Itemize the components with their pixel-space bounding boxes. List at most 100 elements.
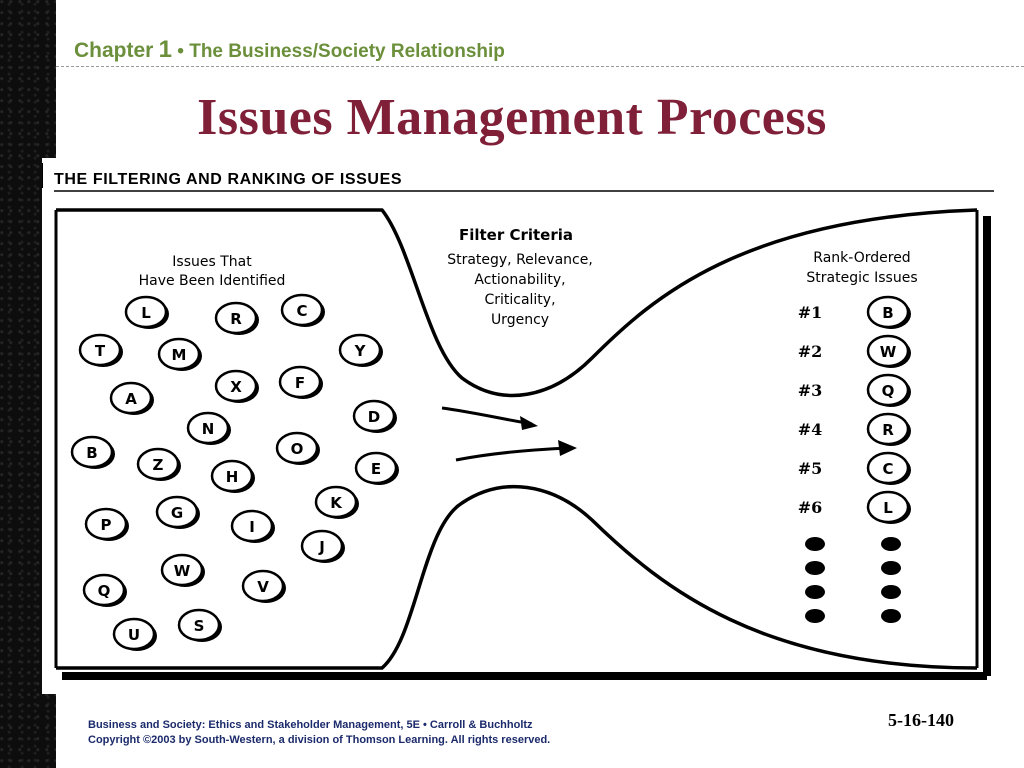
footer-copyright: Copyright ©2003 by South-Western, a divi…: [88, 734, 551, 746]
filter-heading: Filter Criteria: [459, 226, 573, 244]
rank-number: #3: [798, 381, 823, 400]
rank-continuation-dot: [805, 585, 825, 599]
ranked-issue-bubble: L: [866, 490, 911, 524]
rank-continuation-dot: [805, 561, 825, 575]
issue-label: X: [230, 378, 242, 396]
issue-bubble: A: [109, 381, 154, 415]
issue-bubble-circle: [70, 435, 114, 469]
issue-bubble-circle: [275, 431, 319, 465]
issue-label: R: [230, 310, 242, 328]
issue-bubble: W: [160, 553, 205, 587]
ranked-issue-label: C: [882, 460, 893, 478]
left-heading-line2: Have Been Identified: [139, 273, 286, 289]
issue-bubble: U: [112, 617, 157, 651]
issue-label: N: [202, 420, 215, 438]
issue-bubble-circle: [136, 447, 180, 481]
flow-arrow-lower: [455, 446, 571, 462]
issue-bubble: F: [278, 365, 323, 399]
ranked-issue-bubble: B: [866, 295, 911, 329]
chapter-label: Chapter: [74, 39, 154, 62]
issue-continuation-dot: [881, 585, 901, 599]
issue-label: G: [171, 504, 183, 522]
issue-bubble: K: [314, 485, 359, 519]
issue-bubble: R: [214, 301, 259, 335]
ranked-issue-label: B: [882, 304, 893, 322]
issue-bubble-circle: [109, 381, 153, 415]
issue-bubble-circle: [78, 333, 122, 367]
issue-label: C: [296, 302, 307, 320]
issue-bubble: G: [155, 495, 200, 529]
issue-bubble-circle: [230, 509, 274, 543]
filter-line-1: Strategy, Relevance,: [447, 252, 593, 268]
issue-bubble: T: [78, 333, 123, 367]
footer-citation: Business and Society: Ethics and Stakeho…: [88, 719, 533, 731]
issue-bubble: P: [84, 507, 129, 541]
chapter-header: Chapter 1 • The Business/Society Relatio…: [74, 36, 505, 64]
ranked-issue-bubble-circle: [866, 295, 910, 329]
header-divider: [56, 66, 1024, 67]
issue-bubble-circle: [155, 495, 199, 529]
chapter-number: 1: [158, 36, 172, 63]
footer: Business and Society: Ethics and Stakeho…: [88, 718, 550, 748]
filter-line-4: Urgency: [491, 312, 549, 328]
issue-label: H: [226, 468, 239, 486]
ranked-issue-label: L: [883, 499, 893, 517]
rank-continuation-dot: [805, 537, 825, 551]
issue-bubble-circle: [314, 485, 358, 519]
issue-bubble-circle: [352, 399, 396, 433]
filter-line-3: Criticality,: [484, 292, 555, 308]
issue-bubble-circle: [278, 365, 322, 399]
rank-number: #2: [798, 342, 823, 361]
issue-bubble: S: [177, 608, 222, 642]
issue-label: Z: [153, 456, 164, 474]
issue-label: W: [174, 562, 191, 580]
rank-continuation-dot: [805, 609, 825, 623]
issue-bubble: C: [280, 293, 325, 327]
issue-label: S: [194, 617, 205, 635]
issue-continuation-dot: [881, 537, 901, 551]
issue-label: D: [368, 408, 380, 426]
issue-bubble-circle: [214, 301, 258, 335]
issue-bubble-circle: [214, 369, 258, 403]
issue-continuation-dot: [881, 609, 901, 623]
issue-bubble: B: [70, 435, 115, 469]
flow-arrow-upper: [441, 406, 533, 426]
issue-bubble-circle: [241, 569, 285, 603]
issue-bubble-circle: [177, 608, 221, 642]
figure-title: THE FILTERING AND RANKING OF ISSUES: [54, 171, 402, 188]
ranked-issue-bubble-circle: [866, 373, 910, 407]
issue-label: I: [249, 518, 255, 536]
issue-bubble-circle: [112, 617, 156, 651]
issue-label: U: [128, 626, 140, 644]
issue-bubble: Z: [136, 447, 181, 481]
flow-arrow-lower-head: [558, 440, 577, 456]
issue-bubble: L: [124, 295, 169, 329]
ranked-issue-bubble-circle: [866, 334, 910, 368]
issue-bubble-circle: [354, 451, 398, 485]
issue-label: T: [95, 342, 106, 360]
filtering-diagram: THE FILTERING AND RANKING OF ISSUES Issu…: [42, 158, 1004, 694]
issue-continuation-dot: [881, 561, 901, 575]
issue-bubble-circle: [124, 295, 168, 329]
issue-bubble: Y: [338, 333, 383, 367]
funnel-top-curve: [56, 208, 978, 398]
issue-bubble: X: [214, 369, 259, 403]
issue-bubble-circle: [300, 529, 344, 563]
issue-label: L: [141, 304, 151, 322]
rank-number: #5: [798, 459, 823, 478]
issue-label: Q: [98, 582, 111, 600]
issue-bubble-circle: [157, 337, 201, 371]
diagram-canvas: THE FILTERING AND RANKING OF ISSUES Issu…: [42, 163, 994, 680]
issue-label: B: [86, 444, 97, 462]
filter-line-2: Actionability,: [474, 272, 565, 288]
ranked-issue-bubble-circle: [866, 490, 910, 524]
flow-arrow-upper-head: [520, 416, 538, 430]
issue-label: J: [318, 538, 325, 556]
ranked-issue-bubble-circle: [866, 412, 910, 446]
issue-bubble-circle: [338, 333, 382, 367]
rank-number: #6: [798, 498, 823, 517]
issue-bubble-circle: [186, 411, 230, 445]
issue-bubble: E: [354, 451, 399, 485]
